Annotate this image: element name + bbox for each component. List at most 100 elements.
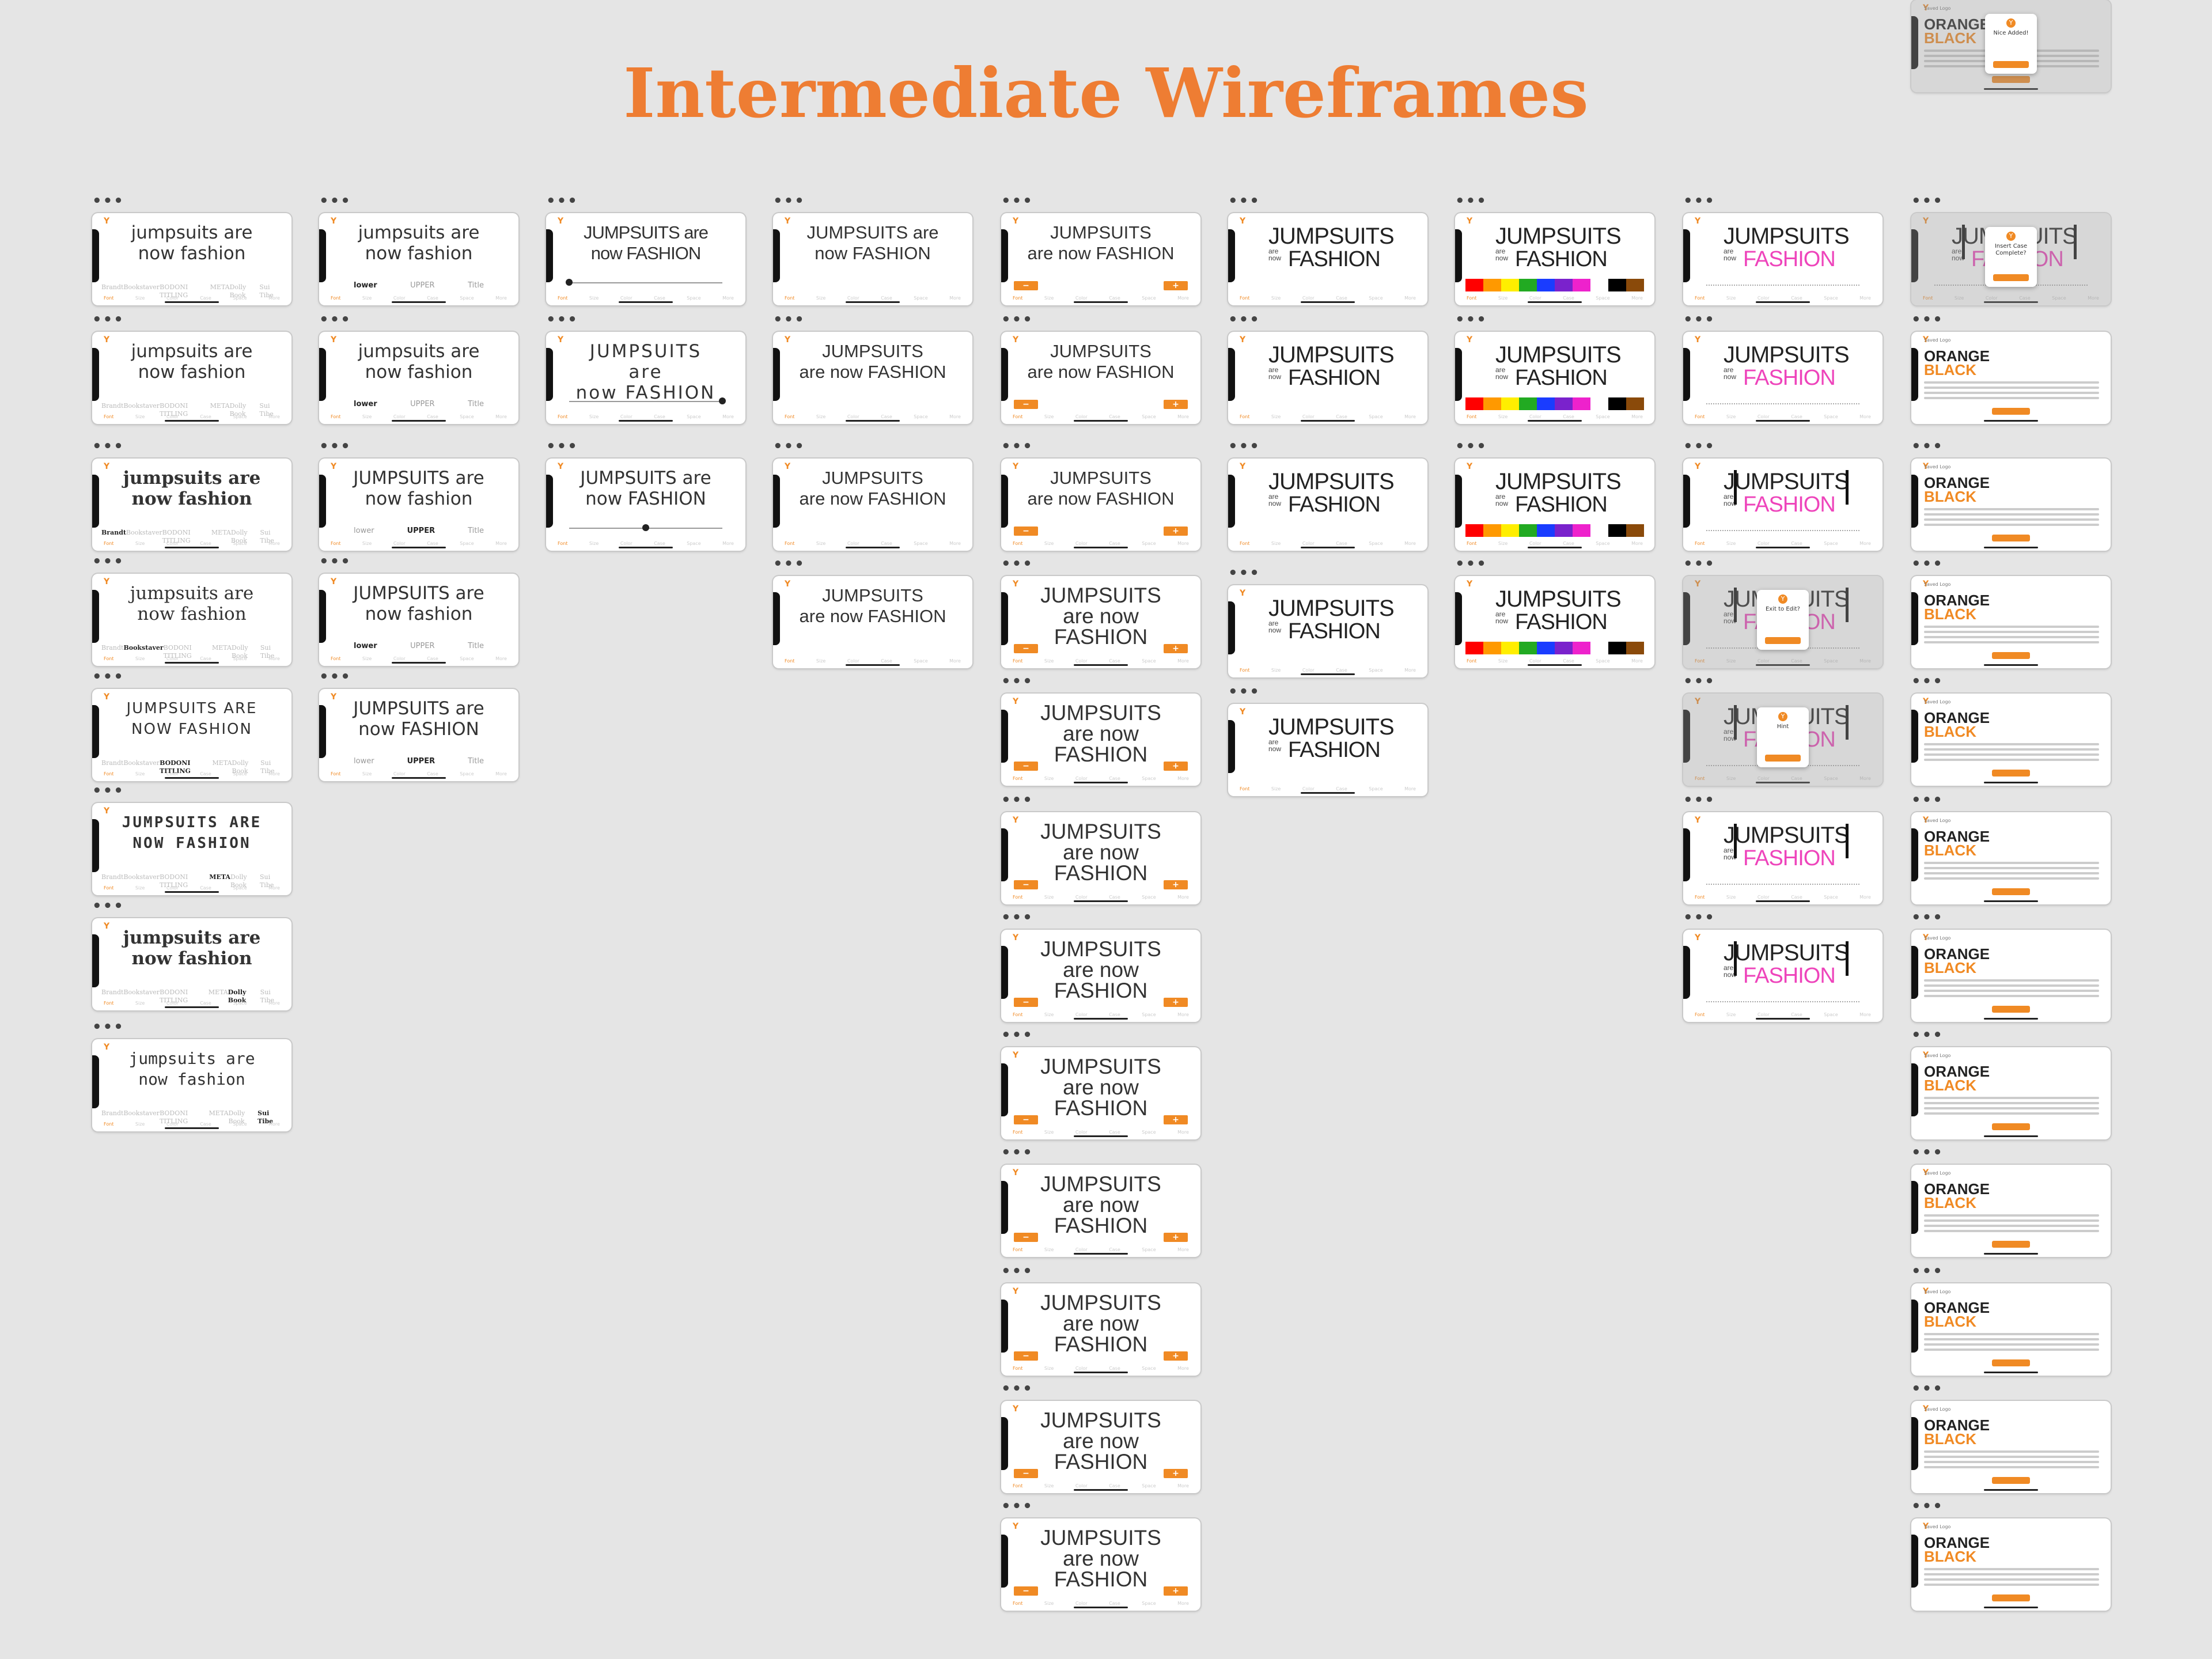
tab-item[interactable]: Size [1271,414,1281,419]
more-options-icon[interactable]: ••• [319,311,351,328]
tab-item[interactable]: Case [881,658,892,664]
tab-item[interactable]: More [949,296,961,301]
color-swatch[interactable] [1501,642,1519,654]
increase-button[interactable]: + [1164,1586,1188,1596]
tab-item[interactable]: Font [1923,296,1933,301]
tab-item[interactable]: Color [166,656,179,661]
tab-item[interactable]: Space [1824,776,1838,781]
tab-item[interactable]: More [268,656,280,661]
increase-button[interactable]: + [1164,880,1188,889]
tab-item[interactable]: Size [1044,776,1054,781]
color-swatch[interactable] [1573,524,1590,537]
more-options-icon[interactable]: ••• [1001,791,1033,809]
case-option[interactable]: UPPER [407,757,435,766]
color-swatch[interactable] [1590,642,1608,654]
tab-item[interactable]: Case [1336,414,1347,419]
font-option[interactable]: Sui Tibe [259,873,274,889]
font-option[interactable]: BODONI TITLING [162,529,191,544]
tab-item[interactable]: More [1859,895,1871,900]
tab-item[interactable]: Space [1824,1012,1838,1017]
tab-item[interactable]: Color [393,296,406,301]
tab-item[interactable]: Space [233,771,247,777]
tab-item[interactable]: More [268,885,280,891]
tab-item[interactable]: Font [104,1001,114,1006]
tab-item[interactable]: Color [1075,1130,1088,1135]
tab-item[interactable]: Case [200,656,211,661]
tab-item[interactable]: More [268,771,280,777]
tab-item[interactable]: Font [1013,1483,1023,1488]
tab-item[interactable]: More [1177,541,1189,546]
tab-item[interactable]: Font [1013,658,1023,664]
tab-item[interactable]: Case [1336,786,1347,791]
tab-item[interactable]: Color [1529,658,1541,664]
more-options-icon[interactable]: ••• [1001,555,1033,573]
more-options-icon[interactable]: ••• [319,192,351,210]
tab-item[interactable]: Space [460,771,474,777]
decrease-button[interactable]: − [1014,1469,1038,1478]
tab-item[interactable]: Case [1791,895,1802,900]
tab-item[interactable]: Space [460,541,474,546]
tab-item[interactable]: More [495,541,507,546]
tab-item[interactable]: Color [1529,296,1541,301]
save-button[interactable] [1992,76,2030,83]
save-button[interactable] [1992,652,2030,659]
tab-item[interactable]: Size [1726,895,1736,900]
tab-item[interactable]: Size [1726,414,1736,419]
tab-item[interactable]: Case [881,296,892,301]
tab-item[interactable]: Font [1240,414,1250,419]
save-button[interactable] [1992,888,2030,895]
more-options-icon[interactable]: ••• [1455,438,1487,455]
tab-item[interactable]: Case [1109,296,1120,301]
font-option[interactable]: BODONI TITLING [160,1109,188,1125]
more-options-icon[interactable]: ••• [1683,438,1715,455]
tab-item[interactable]: Case [654,541,665,546]
color-swatches[interactable] [1465,642,1644,654]
tab-item[interactable]: Color [166,541,179,546]
more-options-icon[interactable]: ••• [1683,192,1715,210]
increase-button[interactable]: + [1164,998,1188,1007]
tab-item[interactable]: Color [166,771,179,777]
tab-item[interactable]: Color [1075,541,1088,546]
font-option[interactable]: META [211,644,232,652]
increase-button[interactable]: + [1164,644,1188,653]
more-options-icon[interactable]: ••• [1911,909,1944,926]
tab-item[interactable]: More [1631,658,1643,664]
tab-item[interactable]: More [1177,1601,1189,1606]
tab-item[interactable]: Color [1529,541,1541,546]
tab-item[interactable]: More [1859,776,1871,781]
tab-item[interactable]: Font [1013,296,1023,301]
tab-item[interactable]: Size [1498,296,1508,301]
tab-item[interactable]: Size [1044,1012,1054,1017]
tab-item[interactable]: Size [1498,414,1508,419]
more-options-icon[interactable]: ••• [92,1018,124,1036]
more-options-icon[interactable]: ••• [1001,192,1033,210]
tab-item[interactable]: Color [1757,895,1770,900]
dialog-confirm-button[interactable] [1765,637,1801,644]
tab-item[interactable]: Case [200,771,211,777]
tab-item[interactable]: Color [1302,541,1315,546]
more-options-icon[interactable]: ••• [773,555,805,573]
tab-item[interactable]: Color [393,541,406,546]
tab-item[interactable]: Case [1336,668,1347,673]
color-swatch[interactable] [1608,397,1626,410]
tab-item[interactable]: Size [1044,895,1054,900]
tab-item[interactable]: More [495,771,507,777]
color-swatch[interactable] [1626,524,1644,537]
tab-item[interactable]: Case [1563,296,1574,301]
